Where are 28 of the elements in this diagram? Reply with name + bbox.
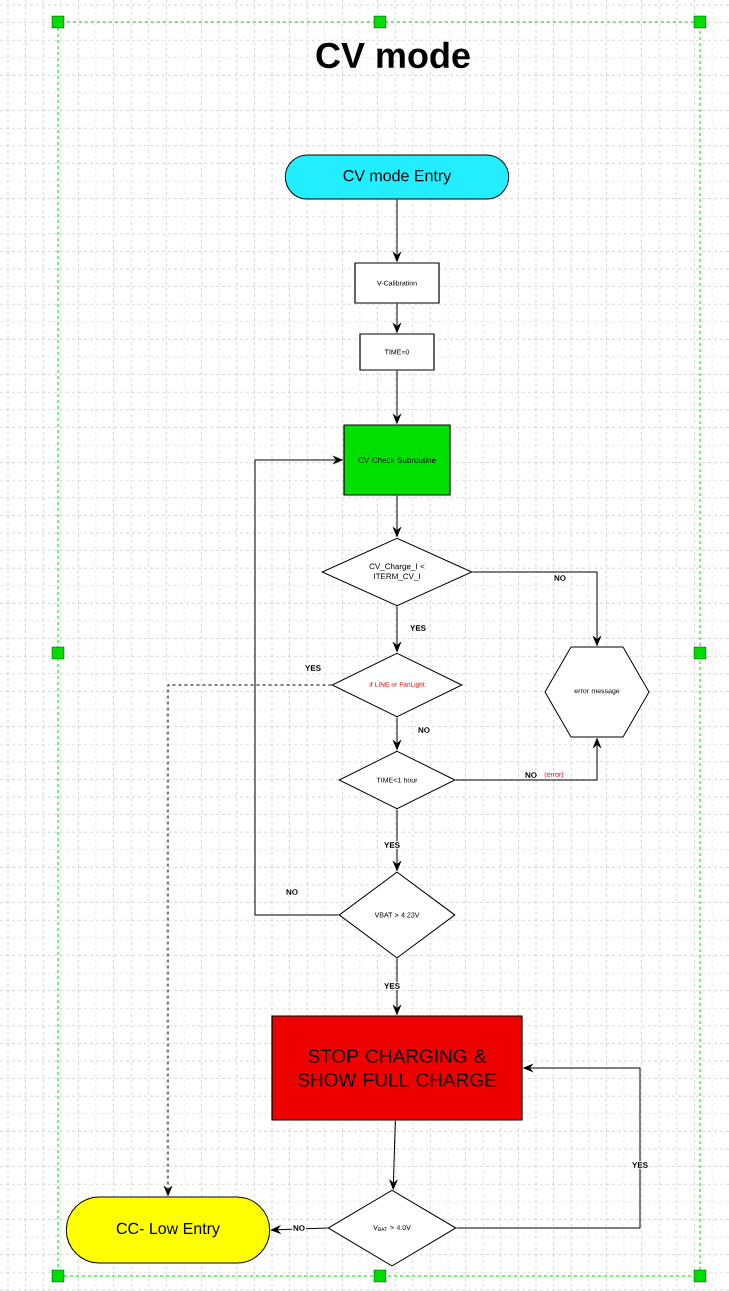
arrow — [393, 199, 401, 262]
arrow — [254, 456, 343, 916]
arrow — [393, 717, 401, 750]
edge-label: NO — [292, 1224, 306, 1232]
edge-label: YES — [409, 624, 427, 632]
arrow — [393, 303, 401, 333]
edge-label: YES — [383, 841, 401, 849]
edge-label: NO — [524, 771, 538, 779]
arrow — [389, 1120, 398, 1190]
arrow — [164, 684, 332, 1196]
arrow — [393, 370, 401, 424]
title: CV mode — [316, 41, 470, 69]
edge-label: YES — [304, 664, 322, 672]
arrow — [393, 495, 401, 537]
edge-label: YES — [383, 982, 401, 990]
edge-label: NO — [553, 574, 567, 582]
edge-label: YES — [631, 1161, 649, 1169]
process-box: STOP CHARGING & SHOW FULL CHARGE — [271, 1015, 523, 1121]
arrow — [456, 1064, 641, 1229]
process-box: CV Check Subroutine — [343, 424, 451, 496]
arrow — [393, 958, 401, 1015]
arrow — [271, 1225, 328, 1234]
arrow — [472, 571, 601, 646]
arrow — [393, 809, 401, 871]
edge-label: NO — [417, 726, 431, 734]
arrow — [393, 606, 401, 652]
arrow — [455, 738, 601, 781]
edge-label: NO — [285, 888, 299, 896]
